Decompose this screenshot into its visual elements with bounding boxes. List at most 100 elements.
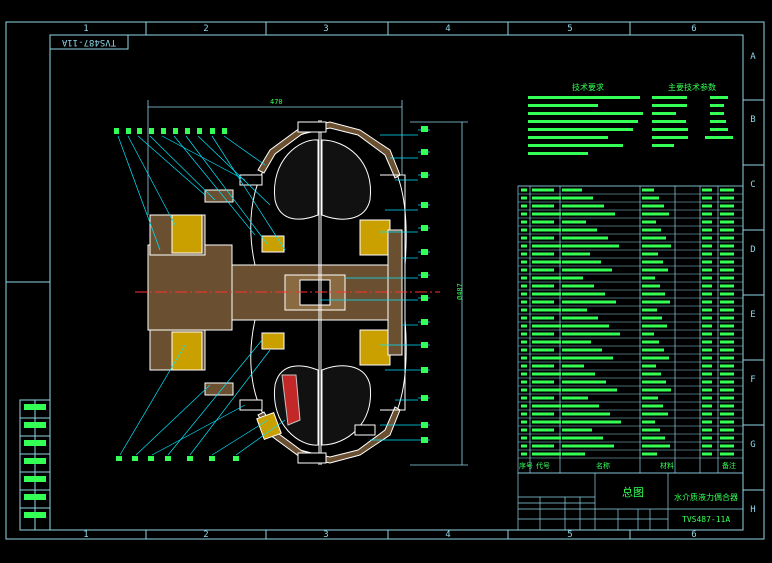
row-label-e: E	[750, 310, 756, 320]
bom-cell-mark	[702, 220, 712, 224]
bom-cell-mark	[642, 268, 668, 272]
bom-cell-mark	[642, 324, 667, 328]
bom-cell-mark	[642, 452, 657, 456]
bom-cell-mark	[702, 396, 712, 400]
bom-cell-mark	[702, 188, 712, 192]
bom-cell-mark	[562, 268, 612, 272]
dim-height-text: Ø487	[456, 283, 464, 300]
row-label-a: A	[750, 52, 756, 62]
bom-cell-mark	[521, 396, 527, 400]
zone-ticks	[6, 22, 764, 539]
col-label-5: 5	[567, 24, 573, 34]
bom-cell-mark	[642, 236, 666, 240]
col-label-bottom-3: 3	[323, 530, 329, 540]
bom-cell-mark	[532, 380, 554, 384]
bom-cell-mark	[642, 316, 662, 320]
bom-cell-mark	[521, 380, 527, 384]
bom-cell-mark	[642, 308, 657, 312]
bom-cell-mark	[562, 284, 594, 288]
bom-cell-mark	[702, 364, 712, 368]
bom-cell-mark	[702, 428, 712, 432]
bom-cell-mark	[562, 276, 583, 280]
col-label-bottom-4: 4	[445, 530, 451, 540]
bom-cell-mark	[532, 436, 561, 440]
bom-cell-mark	[532, 340, 561, 344]
tech-requirements-heading: 技术要求	[572, 83, 604, 92]
bom-cell-mark	[562, 316, 598, 320]
bom-cell-mark	[642, 188, 654, 192]
bom-cell-mark	[720, 324, 734, 328]
bom-cell-mark	[642, 412, 668, 416]
outer-border	[5, 21, 765, 540]
bom-cell-mark	[720, 284, 734, 288]
bom-cell-mark	[562, 188, 582, 192]
bom-cell-mark	[720, 228, 734, 232]
bom-cell-mark	[562, 396, 588, 400]
bom-cell-mark	[532, 452, 561, 456]
bom-cell-mark	[532, 188, 554, 192]
bom-header-seq: 序号	[519, 462, 533, 470]
bom-cell-mark	[702, 388, 712, 392]
bom-cell-mark	[532, 228, 561, 232]
bom-cell-mark	[642, 196, 659, 200]
bom-cell-mark	[702, 412, 712, 416]
bom-cell-mark	[532, 404, 561, 408]
bom-cell-mark	[521, 316, 527, 320]
bom-cell-mark	[521, 292, 527, 296]
bom-cell-mark	[702, 356, 712, 360]
bom-cell-mark	[562, 436, 603, 440]
bom-cell-mark	[521, 212, 527, 216]
bom-cell-mark	[720, 332, 734, 336]
bom-cell-mark	[521, 340, 527, 344]
bom-cell-mark	[720, 204, 734, 208]
bom-cell-mark	[521, 236, 527, 240]
bom-cell-mark	[532, 300, 554, 304]
bom-cell-mark	[562, 236, 608, 240]
bom-cell-mark	[702, 340, 712, 344]
bom-cell-mark	[532, 284, 554, 288]
bom-cell-mark	[702, 252, 712, 256]
bom-cell-mark	[532, 276, 561, 280]
bom-cell-mark	[702, 308, 712, 312]
bom-cell-mark	[642, 228, 661, 232]
bom-cell-mark	[532, 364, 554, 368]
bom-cell-mark	[532, 444, 554, 448]
bom-cell-mark	[532, 332, 554, 336]
bom-cell-mark	[521, 276, 527, 280]
spec-lines	[652, 96, 733, 147]
col-label-bottom-1: 1	[83, 530, 89, 540]
bom-cell-mark	[702, 196, 712, 200]
bom-cell-mark	[702, 228, 712, 232]
row-label-b: B	[750, 115, 756, 125]
bom-cell-mark	[521, 428, 527, 432]
bom-cell-mark	[720, 444, 734, 448]
bom-cell-mark	[642, 420, 655, 424]
bom-cell-mark	[532, 268, 554, 272]
bom-cell-mark	[642, 364, 656, 368]
bom-cell-mark	[562, 244, 619, 248]
bom-cell-mark	[532, 196, 561, 200]
bom-cell-mark	[562, 364, 584, 368]
bom-cell-mark	[702, 300, 712, 304]
col-label-bottom-2: 2	[203, 530, 209, 540]
bom-cell-mark	[532, 372, 561, 376]
bom-cell-mark	[702, 452, 712, 456]
bom-cell-mark	[720, 420, 734, 424]
bom-cell-mark	[521, 308, 527, 312]
bom-cell-mark	[521, 388, 527, 392]
bom-cell-mark	[702, 284, 712, 288]
bom-cell-mark	[532, 428, 554, 432]
stamp-box	[49, 34, 129, 50]
bom-cell-mark	[532, 252, 554, 256]
bom-cell-mark	[532, 356, 561, 360]
bom-cell-mark	[702, 204, 712, 208]
bom-cell-mark	[562, 220, 586, 224]
bom-cell-mark	[702, 372, 712, 376]
bom-cell-mark	[720, 428, 734, 432]
bom-cell-mark	[720, 300, 734, 304]
bom-cell-mark	[521, 332, 527, 336]
bom-cell-mark	[642, 396, 658, 400]
bom-cell-mark	[642, 404, 663, 408]
bom-cell-mark	[702, 348, 712, 352]
bom-cell-mark	[720, 212, 734, 216]
